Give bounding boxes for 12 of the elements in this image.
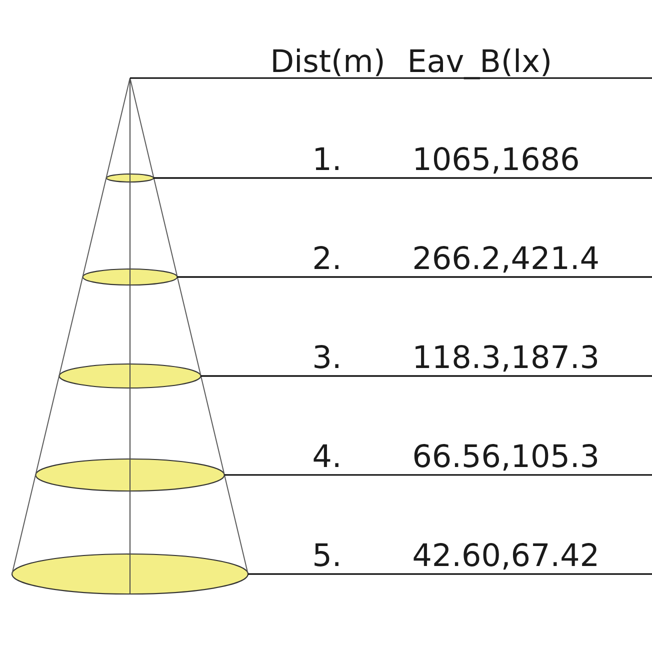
illuminance-value: 1065,1686 <box>416 147 578 174</box>
illuminance-value: 66.56,105.3 <box>414 444 598 471</box>
illuminance-value: 118.3,187.3 <box>416 345 598 372</box>
distance-label: 1. <box>316 147 338 170</box>
distance-label: 5. <box>314 543 338 566</box>
distance-label: 3. <box>314 345 338 368</box>
distance-label: 2. <box>314 246 338 269</box>
column-header: Dist(m) <box>273 48 383 76</box>
column-header: Eav_B(lx) <box>410 48 550 80</box>
illuminance-value: 266.2,421.4 <box>414 246 598 273</box>
distance-label: 4. <box>314 444 338 467</box>
illuminance-value: 42.60,67.42 <box>414 543 596 570</box>
